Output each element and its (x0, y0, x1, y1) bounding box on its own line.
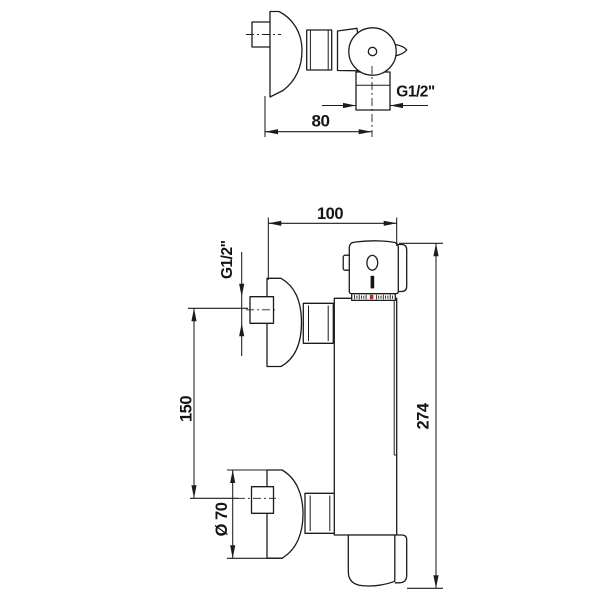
connector-nut-facets (309, 30, 329, 70)
handle-pointer (395, 43, 408, 57)
lower-wall-nipple (250, 486, 275, 514)
front-view-fixture (237, 240, 408, 587)
front-view: 100 G1/2" 150 Ø 70 (178, 205, 443, 589)
knob-index-bar (370, 275, 375, 289)
dim-150-label: 150 (178, 396, 196, 422)
arrowhead (383, 220, 397, 226)
lower-escutcheon (266, 469, 304, 559)
mixer-body-front-edge (393, 298, 397, 456)
top-view: 80 G1/2" (246, 10, 435, 137)
outlet-thread-label: G1/2" (396, 83, 435, 100)
arrowhead (191, 485, 197, 499)
valve-cap-center (367, 46, 378, 57)
upper-connector-facets (308, 305, 329, 341)
dim-80-label: 80 (312, 112, 330, 131)
dim-70-label: Ø 70 (213, 502, 231, 536)
temperature-scale-strip (351, 292, 396, 302)
arrowhead (265, 129, 278, 135)
lower-connector (304, 492, 336, 534)
top-view-dimensions: 80 G1/2" (264, 83, 435, 137)
flow-knob (347, 534, 396, 587)
arrowhead (433, 243, 439, 257)
flow-knob-skirt (394, 534, 408, 584)
arrowhead (390, 102, 403, 109)
arrowhead (239, 283, 245, 297)
upper-connector (302, 302, 334, 344)
arrowhead (268, 220, 282, 226)
mixer-body (333, 297, 398, 536)
knob-oval-marker (366, 254, 379, 271)
dim-100-label: 100 (317, 205, 343, 223)
scale-red-mark (369, 294, 374, 300)
arrowhead (230, 470, 236, 483)
arrowhead (433, 575, 439, 589)
upper-escutcheon (266, 277, 303, 368)
arrowhead (230, 545, 236, 559)
valve-cap-circle (348, 27, 397, 76)
top-view-fixture (246, 10, 408, 137)
wall-escutcheon (269, 10, 303, 98)
thermostat-knob (348, 240, 399, 295)
outlet-pipe (355, 71, 391, 111)
arrowhead (239, 323, 245, 337)
lower-connector-facets (309, 495, 331, 531)
arrowhead (191, 308, 197, 322)
inlet-thread-label: G1/2" (219, 240, 236, 279)
temperature-scale-ticks (354, 294, 393, 300)
front-view-dimensions: 100 G1/2" 150 Ø 70 (178, 205, 443, 589)
arrowhead (358, 129, 372, 135)
thermostat-knob-skirt (396, 243, 408, 293)
dim-274-label: 274 (415, 402, 433, 429)
arrowhead (343, 102, 356, 109)
